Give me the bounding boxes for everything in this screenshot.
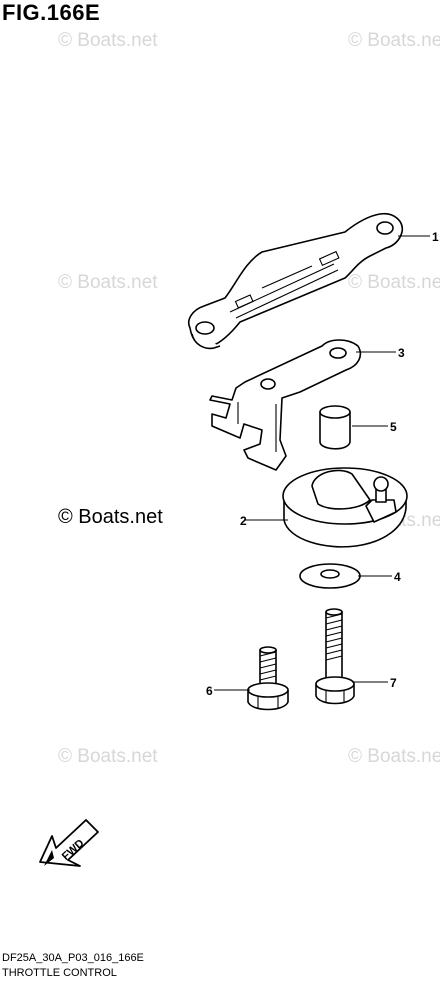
short-flange-bolt <box>247 646 289 711</box>
leader-lines <box>214 235 430 691</box>
callout-7: 7 <box>390 676 397 690</box>
figure-caption: THROTTLE CONTROL <box>2 967 117 979</box>
fwd-arrow: FWD <box>39 819 99 867</box>
watermark-text: © Boats.net <box>58 272 158 293</box>
watermark-text: © Boats.net <box>348 30 440 51</box>
collar <box>319 405 351 450</box>
long-flange-bolt <box>315 608 355 705</box>
callout-4: 4 <box>394 570 401 584</box>
watermark-text: © Boats.net <box>58 30 158 51</box>
watermark-text: © Boats.net <box>348 746 440 767</box>
figure-title: FIG.166E <box>2 0 101 25</box>
throttle-link-arm <box>188 212 404 350</box>
throttle-cam <box>282 467 408 548</box>
callout-5: 5 <box>390 420 397 434</box>
washer <box>299 563 361 589</box>
callout-2: 2 <box>240 514 247 528</box>
callout-6: 6 <box>206 684 213 698</box>
watermark-text: © Boats.net <box>58 746 158 767</box>
throttle-bracket <box>209 339 362 471</box>
figure-code: DF25A_30A_P03_016_166E <box>2 952 144 964</box>
watermark-text: © Boats.net <box>348 272 440 293</box>
callout-1: 1 <box>432 230 439 244</box>
watermark-main: © Boats.net <box>58 506 163 528</box>
callout-3: 3 <box>398 346 405 360</box>
